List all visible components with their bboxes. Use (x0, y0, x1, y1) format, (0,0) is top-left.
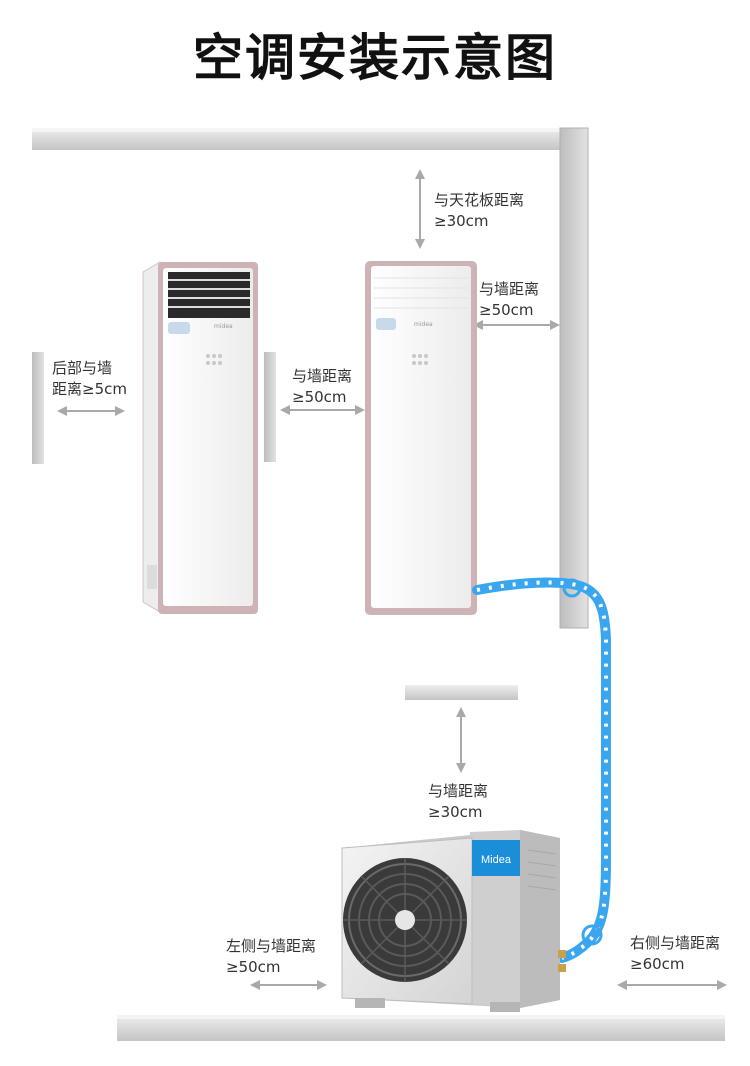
outdoor-right-distance-text: 右侧与墙距离 (630, 934, 721, 952)
svg-text:midea: midea (214, 323, 233, 330)
outdoor-rear-distance-value: ≥30cm (428, 803, 483, 821)
fan-icon (343, 858, 467, 982)
control-dots-icon-2 (412, 354, 428, 365)
side-wall-segment (264, 352, 276, 462)
ceiling-distance-text: 与天花板距离 (434, 191, 525, 209)
ceiling-distance-label: 与天花板距离 ≥30cm (434, 190, 524, 232)
side-wall-distance-text: 与墙距离 (292, 367, 353, 385)
brand-logo: Midea (481, 854, 512, 866)
indoor-unit-angled: midea (142, 261, 258, 614)
outdoor-rear-distance-text: 与墙距离 (428, 782, 489, 800)
rear-wall-segment (32, 352, 44, 464)
floor (117, 1015, 725, 1041)
right-wall-distance-label: 与墙距离 ≥50cm (479, 279, 539, 321)
refrigerant-pipe (472, 577, 611, 963)
distance-arrows (57, 169, 727, 990)
page-title: 空调安装示意图 (193, 29, 557, 87)
indoor-unit-front: midea (365, 261, 477, 615)
outdoor-right-distance-label: 右侧与墙距离 ≥60cm (630, 933, 720, 975)
brand-badge (472, 840, 520, 876)
outdoor-left-distance-value: ≥50cm (226, 958, 281, 976)
svg-text:midea: midea (414, 321, 433, 328)
outdoor-right-distance-value: ≥60cm (630, 955, 685, 973)
valve-icon (558, 950, 566, 958)
rear-wall-distance-label: 后部与墙 距离≥5cm (52, 358, 127, 400)
right-wall-distance-text: 与墙距离 (479, 280, 540, 298)
ceiling-distance-value: ≥30cm (434, 212, 489, 230)
valve-icon-2 (558, 964, 566, 972)
control-dots-icon (206, 354, 222, 365)
right-wall (559, 127, 589, 629)
side-wall-distance-label: 与墙距离 ≥50cm (292, 366, 352, 408)
side-wall-distance-value: ≥50cm (292, 388, 347, 406)
outdoor-rear-wall-segment (405, 685, 518, 700)
outdoor-rear-distance-label: 与墙距离 ≥30cm (428, 781, 488, 823)
outdoor-left-distance-label: 左侧与墙距离 ≥50cm (226, 936, 316, 978)
outdoor-unit: Midea (341, 830, 566, 1012)
right-wall-distance-value: ≥50cm (479, 301, 534, 319)
ceiling-wall (32, 128, 587, 150)
rear-wall-distance-text: 后部与墙 (52, 359, 113, 377)
rear-wall-distance-value: 距离≥5cm (52, 380, 127, 398)
outdoor-left-distance-text: 左侧与墙距离 (226, 937, 317, 955)
